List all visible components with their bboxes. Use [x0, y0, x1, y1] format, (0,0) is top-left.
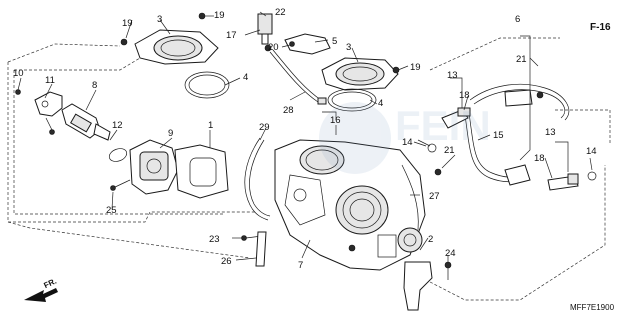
callout-24: 24 [445, 248, 456, 259]
callout-13-bottom: 13 [545, 127, 556, 138]
callout-3-left: 3 [157, 14, 162, 25]
callout-21-left: 21 [444, 145, 455, 156]
callout-labels: 1 2 3 3 4 4 5 6 7 8 9 10 11 12 13 13 14 … [13, 7, 597, 271]
fuel-hose-injector-group [427, 83, 597, 191]
sensor-bracket-group [257, 13, 331, 55]
callout-3-right: 3 [346, 42, 351, 53]
callout-11: 11 [45, 75, 55, 86]
callout-15: 15 [493, 130, 504, 141]
callout-22: 22 [275, 7, 286, 18]
intake-insulator-right [321, 57, 400, 112]
idle-valve-sensor-group [15, 89, 128, 162]
callout-29: 29 [259, 122, 270, 133]
callout-23: 23 [209, 234, 220, 245]
callout-4-right: 4 [378, 98, 383, 109]
callout-18-top: 18 [459, 90, 470, 101]
callout-19-a: 19 [122, 18, 133, 29]
vacuum-hose-group [269, 49, 337, 120]
callout-26: 26 [221, 256, 232, 267]
assembly-boundary [7, 37, 611, 301]
hose-29 [244, 137, 271, 221]
front-direction-arrow: FR. [24, 277, 58, 302]
callout-14-left: 14 [402, 137, 413, 148]
throttle-body [274, 139, 426, 271]
callout-2: 2 [428, 234, 433, 245]
bracket-2-group [403, 261, 452, 311]
front-label: FR. [42, 277, 57, 291]
callout-21-top: 21 [516, 54, 527, 65]
callout-1: 1 [208, 120, 213, 131]
callout-4-left: 4 [243, 72, 248, 83]
callout-20: 20 [268, 42, 279, 53]
svg-text:FEIN: FEIN [395, 102, 491, 149]
callout-17: 17 [226, 30, 237, 41]
callout-5: 5 [332, 36, 337, 47]
drawing-code: MFF7E1900 [570, 303, 615, 312]
callout-18-bottom: 18 [534, 153, 545, 164]
callout-10: 10 [13, 68, 24, 79]
iacv-plate-group [110, 139, 229, 199]
callout-9: 9 [168, 128, 173, 139]
leader-lines [17, 11, 593, 262]
intake-insulator-left [120, 12, 230, 99]
callout-28: 28 [283, 105, 294, 116]
callout-16: 16 [330, 115, 341, 126]
callout-25: 25 [106, 205, 117, 216]
callout-27: 27 [429, 191, 440, 202]
callout-6: 6 [515, 14, 520, 25]
link-rod-group [241, 231, 267, 267]
callout-19-b: 19 [214, 10, 225, 21]
callout-13-top: 13 [447, 70, 458, 81]
callout-8: 8 [92, 80, 97, 91]
callout-19-c: 19 [410, 62, 421, 73]
callout-14-right: 14 [586, 146, 597, 157]
page-reference: F-16 [590, 22, 611, 33]
watermark-logo: FEIN [319, 102, 491, 174]
callout-12: 12 [112, 120, 123, 131]
callout-7: 7 [298, 260, 303, 271]
